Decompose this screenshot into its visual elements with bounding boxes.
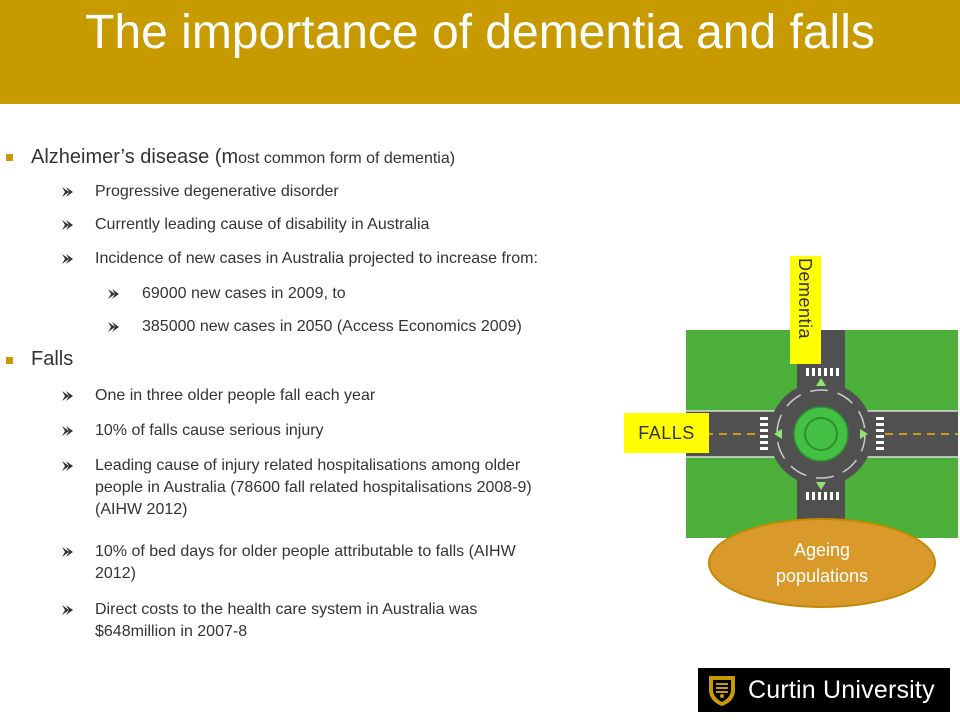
list-item: 10% of falls cause serious injury [95,422,324,439]
slide-content: Alzheimer’s disease (most common form of… [6,146,538,640]
direction-arrow-icon [774,429,782,439]
direction-arrow-icon [816,378,826,386]
heading-small-text: ost common form of dementia) [238,150,456,167]
roundabout-center-ring [804,417,838,451]
crossing-right [876,417,884,450]
direction-arrow-icon [860,429,868,439]
logo-text: Curtin University [748,676,935,704]
title-bar: The importance of dementia and falls [0,0,960,104]
list-item-line: 10% of bed days for older people attribu… [95,543,516,560]
ageing-label-line: populations [775,566,869,586]
dementia-label-text: Dementia [795,258,815,340]
heading-text: Alzheimer’s disease (m [31,146,239,168]
bullet-square-icon [6,357,13,364]
arrow-bullet-icon [62,254,73,264]
falls-label: FALLS [624,413,709,453]
arrow-bullet-icon [108,289,119,299]
list-item-line: Direct costs to the health care system i… [95,601,478,618]
road-horizontal [686,411,958,457]
roundabout-lane-marks [776,389,866,479]
shield-icon [704,672,740,708]
list-item: Progressive degenerative disorder [95,183,339,200]
roundabout-center [793,406,849,462]
list-item-line: 2012) [95,565,136,582]
arrow-bullet-icon [108,322,119,332]
grass-area [686,330,958,538]
dementia-label: Dementia [790,256,821,364]
list-item-line: (AIHW 2012) [95,501,188,518]
arrow-bullet-icon [62,426,73,436]
arrow-bullet-icon [62,391,73,401]
arrow-bullet-icon [62,547,73,557]
arrow-bullet-icon [62,187,73,197]
arrow-bullet-icon [62,461,73,471]
list-item: Incidence of new cases in Australia proj… [95,250,538,267]
ageing-label-line: Ageing [793,540,851,560]
section-heading-falls: Falls [31,348,74,370]
curtin-logo: Curtin University [698,668,950,712]
list-item-line: $648million in 2007-8 [95,623,248,640]
arrow-bullet-icon [62,605,73,615]
list-item: 69000 new cases in 2009, to [142,285,346,302]
arrow-bullet-icon [62,220,73,230]
list-item: One in three older people fall each year [95,387,376,404]
list-item-line: Leading cause of injury related hospital… [95,457,521,474]
slide-title: The importance of dementia and falls [85,6,875,59]
list-item-line: people in Australia (78600 fall related … [95,479,532,496]
roundabout-ring [769,382,873,486]
bullet-square-icon [6,154,13,161]
section-heading-alzheimers: Alzheimer’s disease (most common form of… [31,146,455,169]
crossing-bottom [806,492,839,500]
ageing-populations-label: Ageing populations [708,518,936,608]
list-item: Currently leading cause of disability in… [95,216,430,233]
direction-arrow-icon [816,482,826,490]
crossing-top [806,368,839,376]
list-item: 385000 new cases in 2050 (Access Economi… [142,318,522,335]
crossing-left [760,417,768,450]
